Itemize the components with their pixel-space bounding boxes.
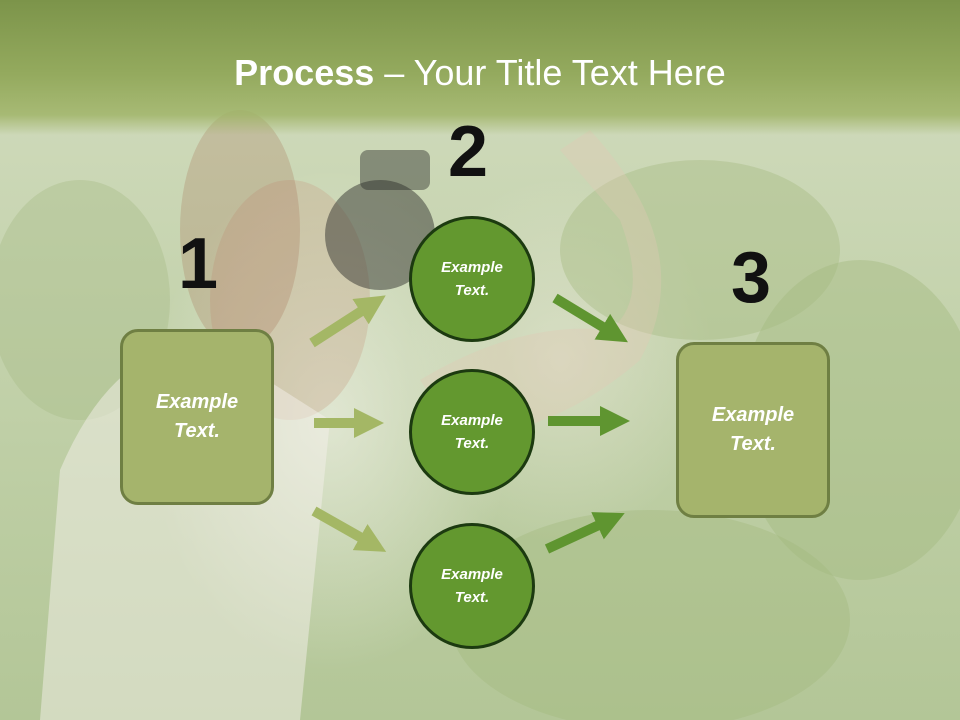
circle-2-line2: Text. [454,435,490,452]
title-rest: – Your Title Text Here [374,52,726,93]
title-bold: Process [234,52,375,93]
circle-1-line2: Text. [454,282,490,299]
right-box-line1: Example [711,404,795,426]
arrow-circle-3-to-3 [544,512,625,554]
right-box-line2: Text. [730,433,776,455]
step-number-1: 1 [178,224,219,304]
left-box-line1: Example [155,391,239,413]
left-box-line2: Text. [174,420,220,442]
circle-1-line1: Example [441,259,503,276]
circle-2-line1: Example [441,412,503,429]
arrow-1-to-circle-1 [309,295,386,348]
title-band [0,0,960,135]
step-number-3: 3 [731,238,772,318]
circle-3-line1: Example [441,566,503,583]
slide-title: Process – Your Title Text Here [0,52,960,94]
step-number-2: 2 [448,112,489,192]
arrow-circle-1-to-3 [552,293,628,343]
arrow-1-to-circle-3 [311,506,387,552]
circle-3-line2: Text. [454,589,490,606]
